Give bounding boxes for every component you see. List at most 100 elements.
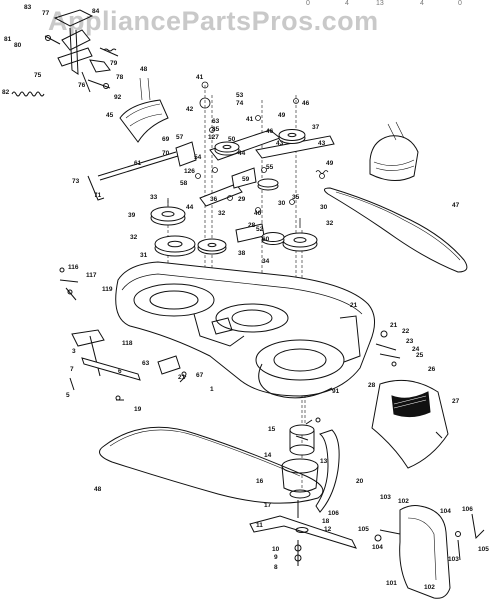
callout-label: 116 [68,264,79,271]
callout-label: 21 [390,322,398,329]
callout-label: 22 [402,328,410,335]
callout-label: 28 [248,222,256,229]
callout-label: 75 [34,72,42,79]
callout-label: 82 [2,89,10,96]
header-fragment: 4 [345,0,349,7]
callout-label: 21 [350,302,358,309]
callout-label: 104 [440,508,451,515]
callout-label: 92 [114,94,122,101]
callout-label: 30 [278,200,286,207]
callout-label: 34 [262,258,270,265]
callout-label: 33 [150,194,158,201]
callout-label: 73 [72,178,80,185]
deck-belt [99,426,324,504]
callout-label: 8 [274,564,278,571]
callout-label: 54 [194,154,202,161]
callout-label: 32 [326,220,334,227]
deck-hanger-bracket [65,287,141,401]
callout-label: 105 [478,546,489,553]
callout-label: 37 [312,124,320,131]
callout-label: 104 [372,544,383,551]
callout-label: 119 [102,286,113,293]
callout-label: 6 [118,368,122,375]
mower-blade [249,515,357,566]
callout-label: 79 [110,60,118,67]
callout-label: 27 [452,398,460,405]
callout-label: 59 [242,176,250,183]
callout-label: 28 [368,382,376,389]
pulley-part [197,238,227,255]
callout-label: 84 [92,8,100,15]
blade-baffle [315,429,340,513]
callout-label: 58 [180,180,188,187]
callout-label: 45 [106,112,114,119]
callout-label: 53 [236,92,244,99]
callout-label: 83 [24,4,32,11]
callout-label: 11 [256,522,263,529]
belt-cover-left [119,77,169,143]
callout-label: 126 [184,168,195,175]
pulley-part [150,206,186,226]
callout-label: 102 [398,498,409,505]
callout-label: 49 [278,112,286,119]
callout-label: 32 [130,234,138,241]
pulley-part [214,141,240,156]
callout-label: 77 [42,10,50,17]
lift-linkage-assembly [44,9,119,93]
discharge-deflector [371,379,449,469]
callout-label: 103 [448,556,459,563]
callout-label: 5 [66,392,70,399]
callout-label: 48 [94,486,102,493]
callout-label: 50 [228,136,236,143]
deck-guard [374,505,485,599]
callout-label: 80 [14,42,22,49]
callout-label: 44 [238,150,246,157]
callout-label: 41 [196,74,204,81]
callout-label: 36 [210,196,218,203]
callout-label: 3 [72,348,76,355]
header-fragment: 13 [376,0,384,7]
callout-label: 13 [320,458,328,465]
anti-scalp-parts [375,330,401,367]
callout-label: 63 [142,360,150,367]
callout-label: 106 [462,506,473,513]
callout-label: 16 [256,478,264,485]
pulley-part [261,232,285,245]
callout-label: 49 [326,160,334,167]
deck-hardware [157,355,187,383]
drive-belt [324,187,468,273]
callout-label: 67 [196,372,204,379]
control-rod [59,151,179,283]
callout-label: 10 [272,546,280,553]
pulley-part [257,178,279,191]
callout-label: 70 [162,150,170,157]
callout-label: 71 [94,192,102,199]
header-fragment: 4 [420,0,424,7]
callout-label: 41 [246,116,254,123]
callout-label: 19 [134,406,142,413]
spindle-assembly [289,417,321,456]
callout-label: 25 [416,352,424,359]
callout-label: 74 [236,100,244,107]
pulley-part [278,129,306,144]
callout-label: 30 [320,204,328,211]
callout-label: 26 [428,366,436,373]
callout-label: 47 [452,202,460,209]
callout-label: 44 [186,204,194,211]
belt-cover-right [369,121,419,181]
callout-label: 43 [318,140,326,147]
callout-label: 60 [262,236,270,243]
callout-label: 17 [264,502,272,509]
callout-label: 38 [238,250,246,257]
callout-label: 52 [256,226,264,233]
callout-label: 69 [162,136,170,143]
callout-label: 63 [212,118,220,125]
callout-label: 106 [328,510,339,517]
callout-label: 102 [424,584,435,591]
header-fragment: 0 [458,0,462,7]
callout-label: 40 [254,210,262,217]
callout-label: 15 [268,426,276,433]
callout-label: 31 [140,252,148,259]
callout-label: 78 [116,74,124,81]
